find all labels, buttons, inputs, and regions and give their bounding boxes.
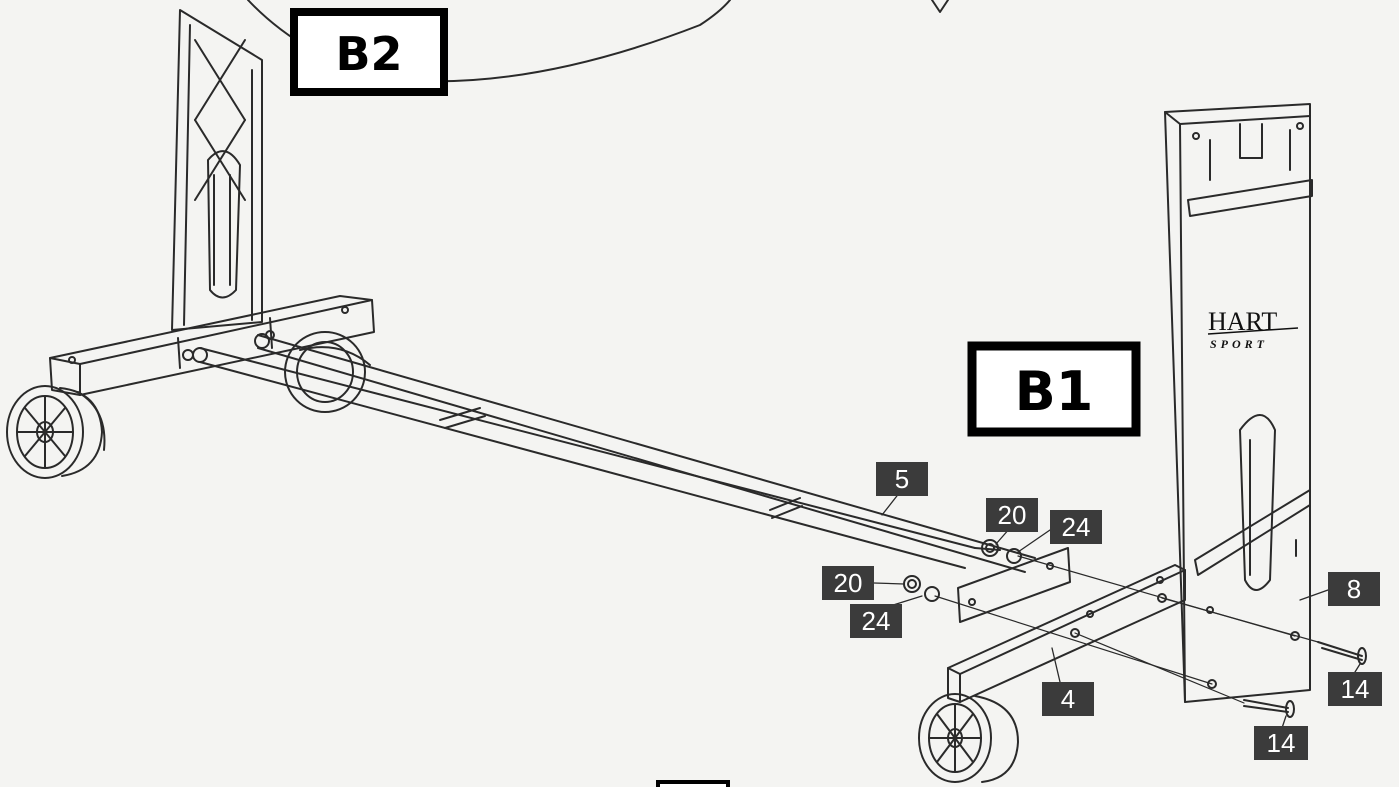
step-badge-b2: B2 — [290, 8, 448, 96]
part-label-8: 8 — [1328, 572, 1380, 606]
left-base-bar — [49, 295, 375, 396]
part-label-8-text: 8 — [1347, 574, 1361, 604]
part-label-20-top-text: 20 — [998, 500, 1027, 530]
part-label-4-text: 4 — [1061, 684, 1075, 714]
bolt-bottom — [1243, 699, 1295, 718]
part-label-5-text: 5 — [895, 464, 909, 494]
part-label-24-top-text: 24 — [1062, 512, 1091, 542]
brand-sub-text: SPORT — [1210, 337, 1268, 351]
right-upright-board — [1164, 103, 1313, 703]
step-badge-b2-text: B2 — [335, 27, 402, 81]
connector-plate — [957, 547, 1071, 623]
part-label-20-top: 20 — [986, 498, 1038, 532]
nut-washer-bottom — [903, 575, 940, 602]
step-badge-b1-text: B1 — [1015, 360, 1094, 423]
part-label-14-bottom: 14 — [1254, 726, 1308, 760]
hart-sport-logo: HART SPORT — [1207, 307, 1299, 351]
part-label-14-right: 14 — [1328, 672, 1382, 706]
left-upright-frame — [171, 9, 263, 331]
guide-lines — [934, 555, 1319, 704]
left-front-wheel — [6, 385, 106, 479]
nut-washer-top — [974, 539, 1022, 564]
part-label-5: 5 — [876, 462, 928, 496]
part-label-20-bottom-text: 20 — [834, 568, 863, 598]
leader-lines — [873, 491, 1361, 735]
part-label-20-bottom: 20 — [822, 566, 874, 600]
part-label-14-right-text: 14 — [1341, 674, 1370, 704]
cropped-badge-bottom — [656, 780, 730, 787]
part-label-14-bottom-text: 14 — [1267, 728, 1296, 758]
arrow-hint — [931, 0, 949, 13]
right-base-bar — [947, 564, 1186, 703]
part-label-24-bottom-text: 24 — [862, 606, 891, 636]
bolt-right — [1317, 641, 1367, 665]
right-wheel — [918, 693, 1019, 783]
left-rear-wheel — [284, 331, 371, 413]
step-badge-b1: B1 — [967, 341, 1141, 437]
long-rails — [192, 333, 1036, 573]
part-label-24-top: 24 — [1050, 510, 1102, 544]
part-label-24-bottom: 24 — [850, 604, 902, 638]
part-label-4: 4 — [1042, 682, 1094, 716]
